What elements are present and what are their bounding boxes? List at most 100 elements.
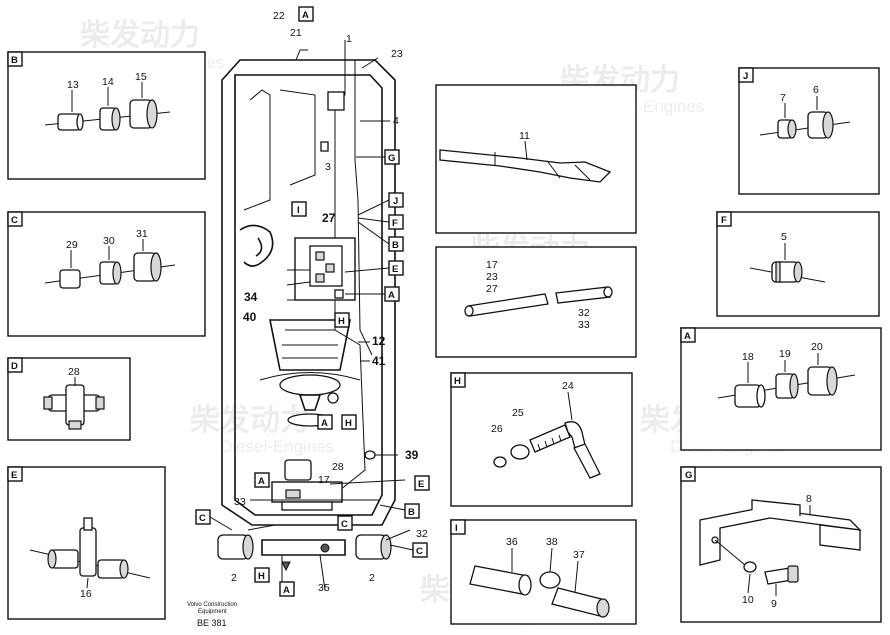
detail-panel-a: A 18 19 20 bbox=[680, 327, 882, 451]
detail-panel-hose: 17 23 27 32 33 bbox=[435, 246, 637, 358]
part-number: 23 bbox=[486, 271, 498, 283]
part-number: 1 bbox=[346, 33, 352, 45]
part-number: 11 bbox=[519, 130, 530, 142]
part-number: 33 bbox=[578, 319, 590, 331]
detail-panel-b: B 13 14 15 bbox=[7, 51, 206, 180]
part-number: 30 bbox=[103, 235, 115, 247]
part-number: 35 bbox=[318, 582, 330, 594]
detail-panel-d: D 28 bbox=[7, 357, 131, 441]
watermark-brand: 柴发动力 bbox=[80, 19, 200, 52]
main-labels: 22 21 1 23 4 3 27 34 40 28 17 33 2 2 35 … bbox=[231, 10, 428, 594]
main-ref-tags: A G J F B E A I H A H A E B C C bbox=[195, 6, 430, 597]
part-number: 9 bbox=[771, 598, 777, 610]
part-number: 21 bbox=[290, 27, 302, 39]
ref-tag-g: G bbox=[388, 153, 395, 164]
part-number: 32 bbox=[578, 307, 590, 319]
ref-tag-h: H bbox=[345, 418, 352, 429]
panel-tag: E bbox=[11, 470, 17, 481]
ref-tag-i: I bbox=[297, 205, 300, 216]
part-number: 18 bbox=[742, 351, 754, 363]
part-number: 2 bbox=[369, 572, 375, 584]
part-number: 41 bbox=[372, 354, 386, 368]
ref-tag-a: A bbox=[302, 10, 309, 21]
panel-tag: D bbox=[11, 361, 18, 372]
part-number: 33 bbox=[234, 496, 246, 508]
part-number: 17 bbox=[318, 474, 330, 486]
part-number: 12 bbox=[372, 334, 386, 348]
panel-tag: B bbox=[11, 55, 18, 66]
part-number: 19 bbox=[779, 348, 791, 360]
part-number: 39 bbox=[405, 448, 419, 462]
ref-tag-j: J bbox=[393, 196, 398, 207]
panel-tag: A bbox=[684, 331, 691, 342]
ref-tag-b: B bbox=[392, 240, 399, 251]
part-number: 20 bbox=[811, 341, 823, 353]
part-number: 5 bbox=[781, 231, 787, 243]
part-number: 27 bbox=[322, 211, 336, 225]
part-number: 25 bbox=[512, 407, 524, 419]
ref-tag-a: A bbox=[321, 418, 328, 429]
part-number: 14 bbox=[102, 76, 114, 88]
part-number: 31 bbox=[136, 228, 148, 240]
ref-tag-c: C bbox=[416, 546, 423, 557]
detail-panel-j: J 7 6 bbox=[738, 67, 880, 195]
ref-tag-b: B bbox=[408, 507, 415, 518]
part-number: 7 bbox=[780, 92, 786, 104]
detail-panel-h: H 26 25 24 bbox=[450, 372, 633, 507]
panel-tag: J bbox=[743, 71, 748, 82]
ref-tag-h: H bbox=[258, 571, 265, 582]
detail-panel-11: 11 bbox=[435, 84, 637, 234]
part-number: 34 bbox=[244, 290, 258, 304]
part-number: 28 bbox=[68, 366, 80, 378]
part-number: 38 bbox=[546, 536, 558, 548]
panel-tag: G bbox=[685, 470, 692, 481]
part-number: 29 bbox=[66, 239, 78, 251]
part-number: 37 bbox=[573, 549, 585, 561]
ref-tag-f: F bbox=[392, 218, 398, 229]
part-number: 32 bbox=[416, 528, 428, 540]
main-assembly bbox=[217, 40, 411, 591]
panel-tag: C bbox=[11, 215, 18, 226]
maker-line2: Equipment bbox=[198, 609, 227, 615]
ref-tag-h: H bbox=[338, 316, 345, 327]
ref-tag-e: E bbox=[418, 479, 424, 490]
ref-tag-a: A bbox=[258, 476, 265, 487]
footer: Volvo Construction Equipment BE 381 bbox=[187, 602, 237, 628]
panel-tag: I bbox=[455, 523, 458, 534]
part-number: 36 bbox=[506, 536, 518, 548]
ref-tag-a: A bbox=[283, 585, 290, 596]
detail-panel-f: F 5 bbox=[716, 211, 880, 317]
detail-panel-g: G 8 10 9 bbox=[680, 466, 882, 623]
detail-panel-c: C 29 30 31 bbox=[7, 211, 206, 337]
ref-tag-c: C bbox=[199, 513, 206, 524]
part-number: 2 bbox=[231, 572, 237, 584]
panel-tag: F bbox=[721, 215, 727, 226]
maker-line1: Volvo Construction bbox=[187, 602, 237, 608]
part-number: 40 bbox=[243, 310, 257, 324]
ref-tag-c: C bbox=[341, 519, 348, 530]
part-number: 22 bbox=[273, 10, 285, 22]
detail-panel-e: E 16 bbox=[7, 466, 166, 620]
part-number: 15 bbox=[135, 71, 147, 83]
ref-tag-a: A bbox=[388, 290, 395, 301]
ref-tag-e: E bbox=[392, 264, 398, 275]
part-number: 3 bbox=[325, 161, 331, 173]
part-number: 26 bbox=[491, 423, 503, 435]
part-number: 27 bbox=[486, 283, 498, 295]
watermark-sub: Diesel-Engines bbox=[220, 437, 334, 456]
part-number: 10 bbox=[742, 594, 754, 606]
detail-panel-i: I 36 38 37 bbox=[450, 519, 637, 625]
part-number: 4 bbox=[393, 115, 399, 127]
part-number: 13 bbox=[67, 79, 79, 91]
part-number: 24 bbox=[562, 380, 574, 392]
part-number: 28 bbox=[332, 461, 344, 473]
panel-tag: H bbox=[454, 376, 461, 387]
part-number: 23 bbox=[391, 48, 403, 60]
drawing-code: BE 381 bbox=[197, 618, 227, 628]
part-number: 6 bbox=[813, 84, 819, 96]
part-number: 16 bbox=[80, 588, 92, 600]
part-number: 8 bbox=[806, 493, 812, 505]
part-number: 17 bbox=[486, 259, 498, 271]
